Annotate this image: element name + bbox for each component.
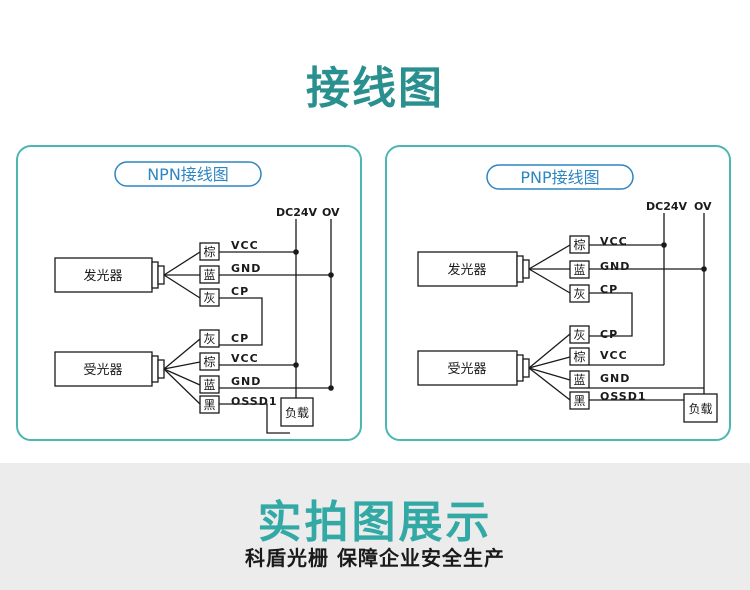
wiring-diagrams: NPN接线图 — [16, 145, 731, 441]
pnp-ov-label: OV — [694, 200, 712, 213]
npn-wire-color: 棕 — [203, 354, 215, 369]
npn-dc24v-label: DC24V — [276, 206, 318, 219]
npn-title: NPN接线图 — [147, 165, 229, 184]
npn-load-label: 负载 — [285, 406, 309, 420]
pnp-wire-color: 灰 — [573, 328, 585, 342]
npn-wire-signal: CP — [231, 285, 249, 298]
pnp-dc24v-label: DC24V — [646, 200, 688, 213]
pnp-wire-signal: CP — [600, 328, 618, 341]
pnp-wire-signal: GND — [600, 260, 630, 273]
bottom-title: 实拍图展示 — [257, 497, 493, 548]
pnp-wire-color: 棕 — [573, 349, 585, 364]
page-title: 接线图 — [306, 63, 444, 114]
pnp-panel: PNP接线图 — [385, 145, 731, 441]
npn-wire-signal: GND — [231, 262, 261, 275]
pnp-emitter-label: 发光器 — [447, 262, 486, 278]
npn-wire-color: 蓝 — [203, 378, 215, 392]
pnp-wire-color: 灰 — [573, 287, 585, 301]
pnp-wire-color: 蓝 — [573, 263, 585, 277]
pnp-title: PNP接线图 — [520, 168, 599, 187]
npn-emitter-label: 发光器 — [83, 268, 122, 284]
pnp-wire-color: 棕 — [573, 237, 585, 252]
npn-wire-signal: VCC — [231, 239, 259, 252]
npn-wire-color: 棕 — [203, 244, 215, 259]
pnp-wire-signal: GND — [600, 372, 630, 385]
bottom-subtitle: 科盾光栅 保障企业安全生产 — [245, 546, 505, 570]
pnp-receiver-label: 受光器 — [447, 362, 486, 377]
pnp-wire-signal: VCC — [600, 349, 628, 362]
npn-panel: NPN接线图 — [16, 145, 362, 441]
npn-wire-signal: OSSD1 — [231, 395, 278, 408]
pnp-load-label: 负载 — [688, 402, 712, 416]
npn-wire-signal: CP — [231, 332, 249, 345]
npn-wire-signal: GND — [231, 375, 261, 388]
pnp-wire-signal: OSSD1 — [600, 390, 647, 403]
pnp-wire-color: 黑 — [573, 394, 585, 408]
bottom-banner — [0, 463, 750, 590]
npn-wire-color: 蓝 — [203, 268, 215, 282]
npn-wire-color: 黑 — [203, 398, 215, 412]
npn-wire-color: 灰 — [203, 332, 215, 346]
npn-wire-color: 灰 — [203, 291, 215, 305]
npn-receiver-label: 受光器 — [83, 363, 122, 378]
pnp-wire-signal: VCC — [600, 235, 628, 248]
npn-ov-label: OV — [322, 206, 340, 219]
pnp-wire-signal: CP — [600, 283, 618, 296]
pnp-wire-color: 蓝 — [573, 373, 585, 387]
npn-wire-signal: VCC — [231, 352, 259, 365]
